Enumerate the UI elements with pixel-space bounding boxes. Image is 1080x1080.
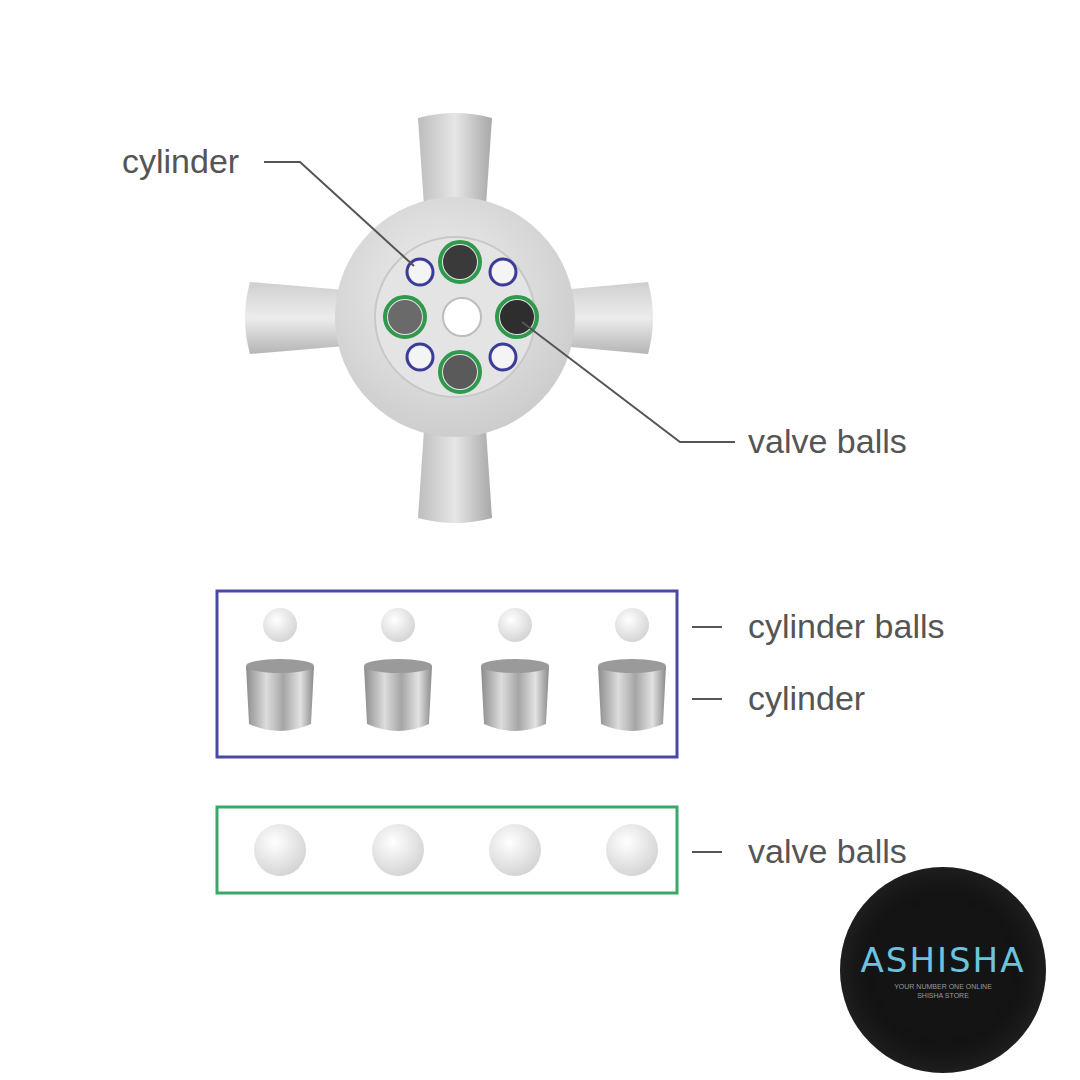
leader-line: [692, 851, 722, 853]
part-label: cylinder: [122, 143, 239, 180]
leader-line: [692, 626, 722, 628]
arms: [245, 113, 653, 523]
leader-line: [692, 698, 722, 700]
valve-group-box: [217, 807, 677, 893]
outer-disc: [335, 197, 575, 437]
leader-line: [522, 322, 735, 442]
part-label: cylinder balls: [748, 608, 945, 645]
part-label: cylinder: [748, 680, 865, 717]
cylinder-balls: [263, 608, 649, 642]
logo-badge: ASHISHA YOUR NUMBER ONE ONLINE SHISHA STO…: [840, 867, 1046, 1073]
valve-balls: [254, 824, 658, 876]
valve-holes: [385, 242, 537, 392]
part-label: valve balls: [748, 833, 907, 870]
logo-tagline: YOUR NUMBER ONE ONLINE SHISHA STORE: [888, 983, 998, 1000]
center-hole: [443, 298, 481, 336]
part-label: valve balls: [748, 423, 907, 460]
cylinder-holes: [407, 259, 516, 370]
cylinder-group-box: [217, 591, 677, 757]
inner-plate: [375, 237, 535, 397]
cylinders: [246, 659, 666, 731]
logo-text: ASHISHA: [861, 940, 1026, 980]
leader-line: [264, 162, 414, 266]
